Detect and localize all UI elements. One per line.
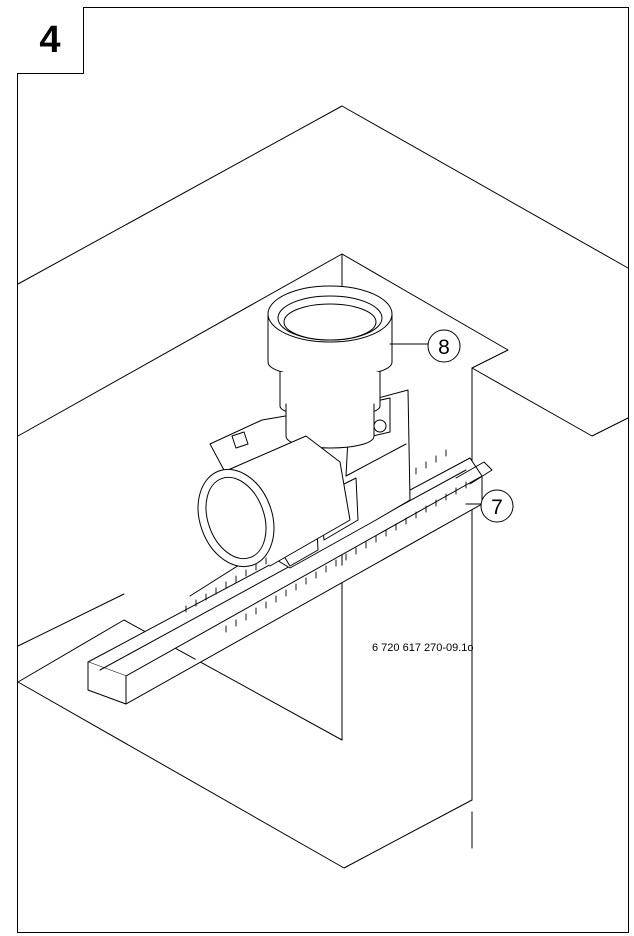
- floor-front-edge: [17, 681, 473, 869]
- callout-label-8: 8: [438, 336, 450, 359]
- callout-circle-8: [427, 329, 461, 363]
- step-number: 4: [39, 19, 61, 61]
- floor-outline: [17, 619, 343, 741]
- horizontal-pipe: [197, 435, 351, 568]
- floor-outline-left: [17, 593, 125, 647]
- figure-reference: 6 720 617 270-09.1o: [372, 642, 474, 654]
- bracket-hole-1: [373, 419, 387, 433]
- wall-outline-top: [17, 105, 629, 285]
- step-number-box: 4: [17, 7, 84, 74]
- figure-frame: [17, 7, 629, 933]
- wall-outline-left-upper: [17, 253, 509, 437]
- callout-label-7: 7: [491, 496, 503, 519]
- callout-circle-7: [480, 489, 514, 523]
- flue-socket: [267, 285, 393, 449]
- rail-end: [455, 461, 493, 485]
- wall-outline-right: [471, 367, 629, 437]
